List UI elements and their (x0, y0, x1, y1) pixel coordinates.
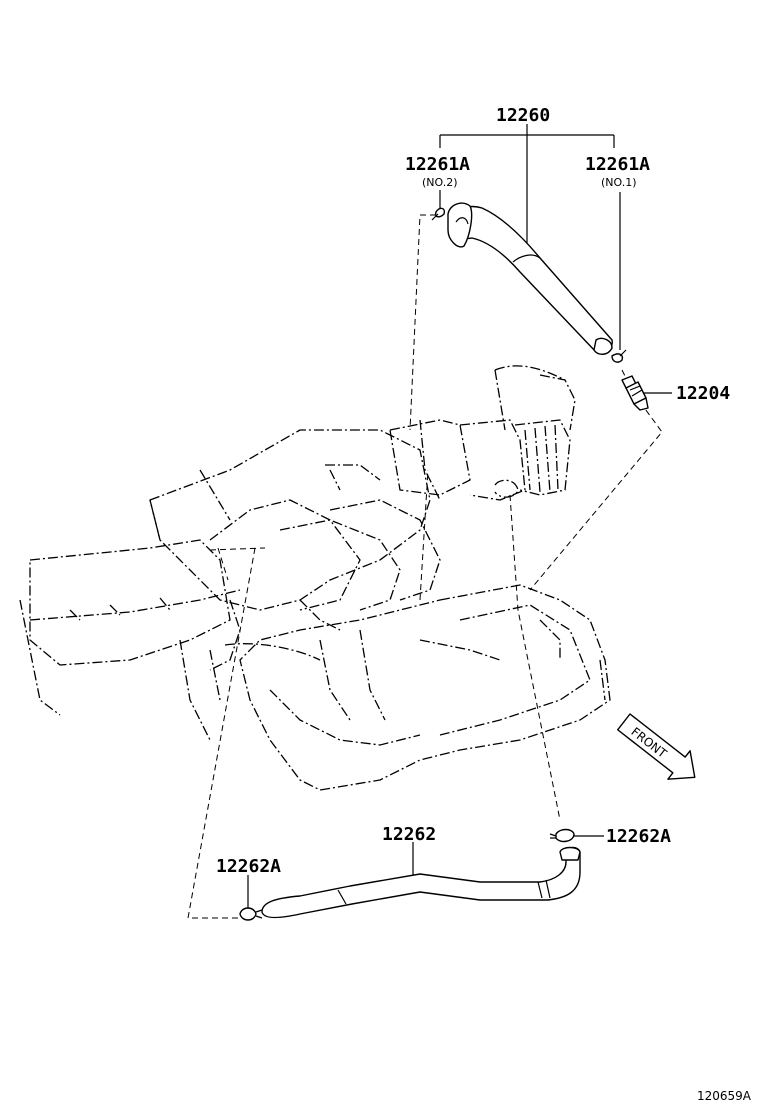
label-12261a-no1: 12261A (585, 154, 650, 175)
clamp-no2 (431, 207, 446, 221)
engine-outline (19, 365, 611, 791)
label-12261a-no2: 12261A (405, 154, 470, 175)
label-12261a-no1-note: (NO.1) (601, 176, 637, 189)
clamp-no1 (611, 349, 627, 363)
label-12260: 12260 (496, 105, 550, 126)
label-12262: 12262 (382, 824, 436, 845)
pcv-valve (621, 375, 649, 411)
label-12204: 12204 (676, 383, 730, 404)
dashed-routing-lines (187, 214, 663, 919)
clamp-lower-right (549, 828, 575, 843)
label-12261a-no2-note: (NO.2) (422, 176, 458, 189)
leader-lines (247, 124, 672, 908)
front-direction-arrow-icon: FRONT (616, 713, 696, 780)
drawing-code: 120659A (697, 1089, 752, 1103)
clamp-lower-left (239, 907, 263, 921)
ventilation-hose-upper (447, 202, 613, 355)
ventilation-hose-lower (261, 846, 581, 919)
label-12262a-left: 12262A (216, 856, 281, 877)
label-12262a-right: 12262A (606, 826, 671, 847)
